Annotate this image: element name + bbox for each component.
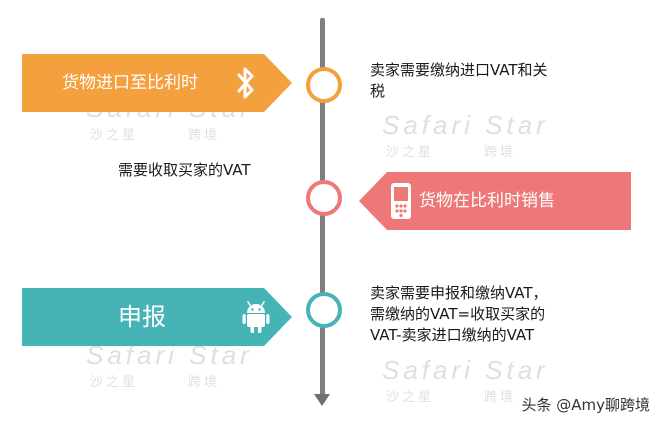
banner-arrow-shape xyxy=(22,288,292,346)
mobile-phone-icon xyxy=(391,183,411,219)
watermark: Safari Star 沙之星跨境 xyxy=(86,340,253,390)
watermark-sub-left: 沙之星 xyxy=(90,127,139,142)
watermark-sub-left: 沙之星 xyxy=(386,389,435,404)
timeline-node-3 xyxy=(306,292,342,328)
watermark-sub-left: 沙之星 xyxy=(386,144,435,159)
banner-arrow-shape xyxy=(359,172,631,230)
banner-label: 货物进口至比利时 xyxy=(62,73,198,93)
description-line: VAT-卖家进口缴纳的VAT xyxy=(370,326,535,344)
watermark: Safari Star 沙之星 跨境 xyxy=(382,355,549,405)
watermark-sub-right: 跨境 xyxy=(188,374,221,389)
watermark-sub-right: 跨境 xyxy=(484,144,517,159)
banner-arrow-shape xyxy=(22,54,292,112)
timeline-node-2 xyxy=(306,180,342,216)
banner-label: 货物在比利时销售 xyxy=(419,191,555,211)
watermark-sub-left: 沙之星 xyxy=(90,374,139,389)
banner-declare: 申报 xyxy=(22,288,292,346)
timeline-node-1 xyxy=(306,67,342,103)
event-3-description: 卖家需要申报和缴纳VAT， 需缴纳的VAT=收取买家的 VAT-卖家进口缴纳的V… xyxy=(370,283,630,346)
watermark: Safari Star 沙之星 跨境 xyxy=(382,110,549,160)
source-credit: 头条 @Amy聊跨境 xyxy=(521,396,650,414)
watermark-brand: Safari Star xyxy=(382,110,549,140)
description-line: 卖家需要申报和缴纳VAT， xyxy=(370,284,548,302)
watermark-brand: Safari Star xyxy=(382,355,549,385)
bluetooth-icon xyxy=(237,67,254,99)
banner-label: 申报 xyxy=(118,303,166,331)
description-line: 税 xyxy=(370,82,386,100)
description-line: 卖家需要缴纳进口VAT和关 xyxy=(370,61,548,79)
timeline-arrowhead xyxy=(314,394,330,406)
banner-import: 货物进口至比利时 xyxy=(22,54,292,112)
event-2-description: 需要收取买家的VAT xyxy=(118,160,308,181)
description-line: 需缴纳的VAT=收取买家的 xyxy=(370,305,546,323)
banner-sales: 货物在比利时销售 xyxy=(359,172,631,230)
event-1-description: 卖家需要缴纳进口VAT和关 税 xyxy=(370,60,600,102)
description-line: 需要收取买家的VAT xyxy=(118,161,251,179)
watermark-sub-right: 跨境 xyxy=(484,389,517,404)
watermark-sub-right: 跨境 xyxy=(188,127,221,142)
android-icon xyxy=(242,301,270,333)
